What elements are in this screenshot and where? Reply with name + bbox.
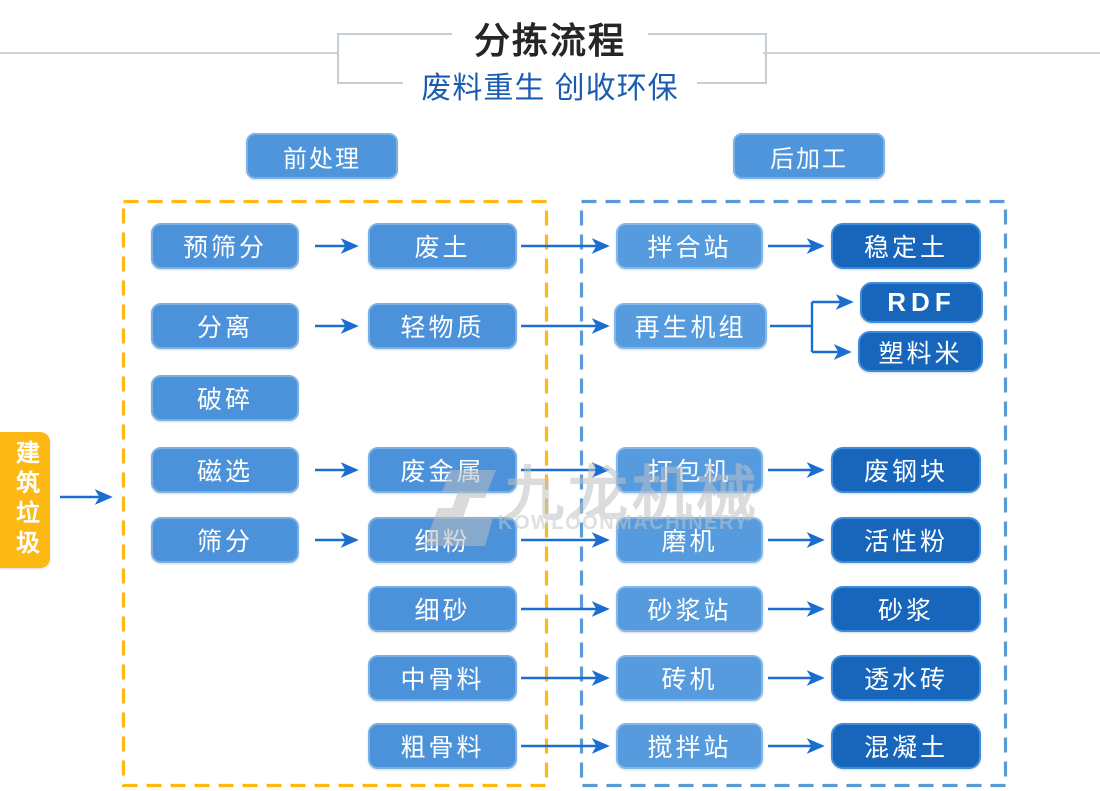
node-concrete: 混凝土 — [831, 723, 981, 769]
post-processing-header: 后加工 — [733, 133, 885, 179]
node-fine-powder: 细粉 — [368, 517, 517, 563]
node-mortar: 砂浆 — [831, 586, 981, 632]
node-screening: 筛分 — [151, 517, 299, 563]
page-title-text: 分拣流程 — [451, 12, 648, 64]
node-brick-machine: 砖机 — [616, 655, 763, 701]
page-subtitle-text: 废料重生 创收环保 — [403, 63, 697, 107]
source-box-construction-waste: 建筑垃圾 — [0, 432, 50, 568]
node-mixing-station: 拌合站 — [616, 223, 763, 269]
node-plastic-pellets: 塑料米 — [858, 331, 983, 372]
node-magnetic-separation: 磁选 — [151, 447, 299, 493]
page-subtitle: 废料重生 创收环保 — [0, 63, 1100, 107]
node-scrap-steel-block: 废钢块 — [831, 447, 981, 493]
source-label: 建筑垃圾 — [11, 440, 39, 560]
node-stabilized-soil: 稳定土 — [831, 223, 981, 269]
header-rule-right — [763, 52, 1100, 54]
node-light-material: 轻物质 — [368, 303, 517, 349]
node-mortar-station: 砂浆站 — [616, 586, 763, 632]
node-pre-screening: 预筛分 — [151, 223, 299, 269]
node-concrete-mixing-station: 搅拌站 — [616, 723, 763, 769]
node-mill: 磨机 — [616, 517, 763, 563]
node-separation: 分离 — [151, 303, 299, 349]
node-rdf: RDF — [860, 282, 983, 323]
header-rule-left — [0, 52, 337, 54]
node-baler: 打包机 — [616, 447, 763, 493]
node-waste-soil: 废土 — [368, 223, 517, 269]
node-medium-aggregate: 中骨料 — [368, 655, 517, 701]
pre-processing-header: 前处理 — [246, 133, 398, 179]
node-crushing: 破碎 — [151, 375, 299, 421]
node-recycling-unit: 再生机组 — [614, 303, 767, 349]
node-coarse-aggregate: 粗骨料 — [368, 723, 517, 769]
node-fine-sand: 细砂 — [368, 586, 517, 632]
node-permeable-brick: 透水砖 — [831, 655, 981, 701]
node-scrap-metal: 废金属 — [368, 447, 517, 493]
node-active-powder: 活性粉 — [831, 517, 981, 563]
page-title: 分拣流程 — [0, 12, 1100, 64]
